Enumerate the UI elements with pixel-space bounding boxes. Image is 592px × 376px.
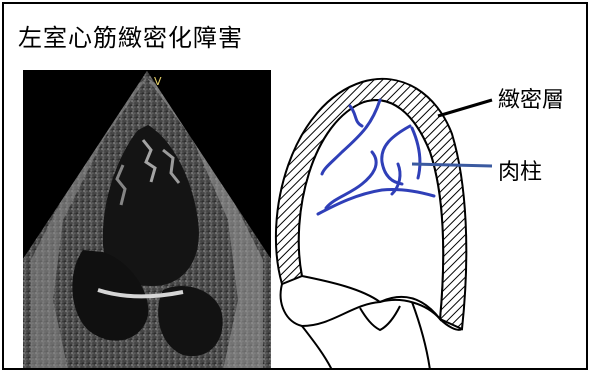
trabeculae-label: 肉柱 (498, 154, 542, 186)
echo-marker-label: V (154, 76, 162, 87)
slide: 左室心筋緻密化障害 (2, 2, 588, 370)
pointer-compact-layer (438, 100, 492, 116)
septum-notch (360, 306, 400, 330)
lv-diagram (262, 64, 502, 370)
slide-title: 左室心筋緻密化障害 (18, 18, 243, 53)
echocardiogram-image (23, 70, 271, 370)
echo-sector-graphic (23, 70, 271, 370)
mitral-leaflet-right (412, 302, 430, 370)
pointer-trabeculae (412, 164, 492, 166)
mitral-leaflet-left (302, 326, 332, 370)
compact-layer-label: 緻密層 (498, 82, 564, 114)
echo-sector (23, 70, 271, 370)
lv-schematic (262, 64, 502, 370)
